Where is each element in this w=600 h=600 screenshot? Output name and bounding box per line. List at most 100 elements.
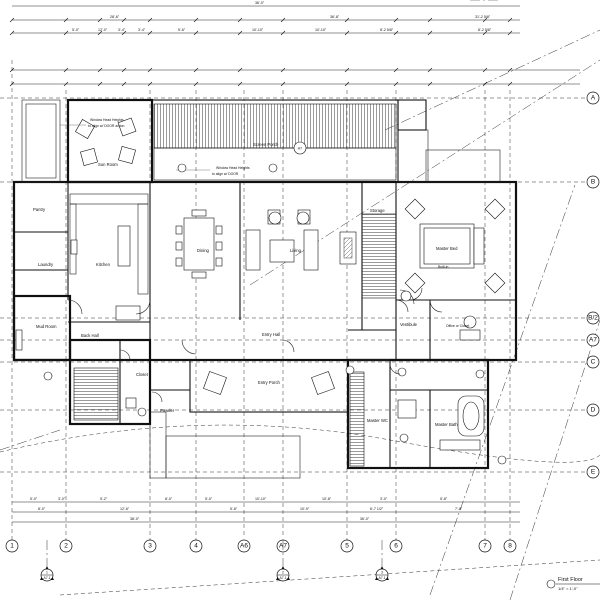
dim-bottom-8: 5'-8" [440, 497, 448, 501]
dim-top-7: 8'-2 5/8" [380, 28, 394, 32]
section-marker-1-num: 1 [46, 571, 48, 575]
dim-bottom2-5: 7'-8" [455, 507, 463, 511]
grid-bubble-col-label: 3 [148, 543, 152, 550]
dim-bottom-6: 10'-8" [322, 497, 332, 501]
grid-bubble-col-5: 5 [340, 539, 354, 553]
dim-bottom-2: 5'-2" [100, 497, 108, 501]
dim-bottom2-4: 6'-7 1/2" [370, 507, 384, 511]
dim-top-6: 10'-10" [315, 28, 327, 32]
dim-top-2: 3'-4" [118, 28, 126, 32]
room-label-vestibule: Vestibule [400, 322, 418, 327]
room-label-living: Living [290, 248, 302, 253]
overall-dim-top: 36'-0" [255, 1, 265, 5]
dim-top-0: 5'-0" [72, 28, 80, 32]
dim-bottom2-0: 8'-0" [38, 507, 46, 511]
note-window-2: Window Head Heights [216, 166, 250, 170]
room-label-dining: Dining [197, 248, 210, 253]
note-built-in: Built-in [438, 265, 448, 269]
drawing-title: First Floor [558, 577, 583, 583]
section-marker-3-num: 3 [381, 571, 383, 575]
room-label-master-bed: Master Bed [436, 246, 458, 251]
dim-bottom-overall-1: 36'-0" [360, 517, 370, 521]
room-label-powder: Powder [160, 408, 175, 413]
room-label-master-bath: Master Bath [435, 422, 458, 427]
grid-bubble-col-label: 7 [483, 543, 487, 550]
room-label-entry-porch: Entry Porch [258, 380, 281, 385]
grid-bubble-row-label: B [591, 179, 595, 186]
section-marker-1: 1 A7.1 [40, 566, 54, 582]
grid-bubble-col-3: 3 [143, 539, 157, 553]
grid-bubble-row-a: A [586, 91, 600, 105]
grid-bubble-row-label: A7 [589, 337, 597, 344]
screen-porch-deck [153, 103, 397, 181]
grid-bubble-row-c: C [586, 355, 600, 369]
grid-bubble-col-a6: A6 [237, 539, 251, 553]
note-window-1: Window Head Heights [90, 118, 124, 122]
drawing-title-block: First Floor 1/4" = 1'-0" [546, 577, 600, 591]
grid-bubble-col-label: 1 [10, 543, 14, 550]
grid-bubble-col-7: 7 [478, 539, 492, 553]
note-window-2b: to align w/ DOOR [212, 172, 239, 176]
dim-top-1: 12'-0" [98, 28, 108, 32]
grid-bubble-col-label: 8 [508, 543, 512, 550]
dim-bottom2-2: 5'-8" [230, 507, 238, 511]
grid-bubble-col-label: 2 [64, 543, 68, 550]
grid-bubble-row-b: B [586, 175, 600, 189]
room-label-storage: Storage [370, 208, 385, 213]
dim-bottom-overall-0: 38'-0" [130, 517, 140, 521]
grid-bubble-row-b-2: B/2 [586, 311, 600, 325]
detail-tag-1: A7 [298, 147, 302, 151]
grid-bubble-row-a7: A7 [586, 333, 600, 347]
top-dimensions: 36'-0" 36'-8" 28'-6" 31'-2 5/8" 5'-0" 12… [9, 1, 580, 87]
room-label-mud-room: Mud Room [36, 324, 57, 329]
dim-bottom-3: 8'-0" [165, 497, 173, 501]
grid-bubble-row-e: E [586, 465, 600, 479]
grid-bubble-row-label: D [591, 407, 596, 414]
dim-top-5: 10'-10" [252, 28, 264, 32]
building-walls [12, 98, 518, 479]
dim-top-3: 3'-4" [138, 28, 146, 32]
stairs [73, 213, 397, 467]
section-marker-2-num: 2 [282, 571, 284, 575]
bottom-dimensions: 5'-0" 3'-0" 5'-2" 8'-0" 5'-0" 10'-10" 10… [12, 497, 520, 523]
section-marker-1-sheet: A7.1 [44, 576, 51, 580]
grid-bubble-col-label: 6 [394, 543, 398, 550]
dim-bottom-5: 10'-10" [255, 497, 267, 501]
section-markers: 1 A7.1 2 A7.1 3 A7.1 [40, 540, 389, 582]
room-label-master-wc: Master WC [367, 418, 388, 423]
dim-bottom-4: 5'-0" [205, 497, 213, 501]
room-label-pantry: Pantry [33, 207, 46, 212]
dim-bottom2-3: 10'-9" [300, 507, 310, 511]
overall-dim-top-2: 36'-8" [330, 15, 340, 19]
grid-bubble-col-2: 2 [59, 539, 73, 553]
dim-bottom-0: 5'-0" [30, 497, 38, 501]
grid-bubble-row-label: B/2 [588, 315, 598, 322]
grid-bubble-col-label: 4 [194, 543, 198, 550]
grid-bubble-col-4: 4 [189, 539, 203, 553]
interior-walls [14, 182, 516, 468]
section-marker-3: 3 A7.1 [375, 566, 389, 582]
detail-tags: A7 [43, 141, 507, 465]
overall-dim-left: 28'-6" [110, 15, 120, 19]
dim-bottom2-1: 12'-6" [120, 507, 130, 511]
section-marker-2-sheet: A7.1 [280, 576, 287, 580]
grid-bubble-row-label: A [591, 95, 596, 102]
dim-bottom-1: 3'-0" [58, 497, 66, 501]
note-window-1b: to align w/ DOOR action [88, 124, 124, 128]
room-labels: Screen Porch Sun Room Pantry Laundry Kit… [33, 142, 469, 427]
grid-bubble-col-6: 6 [389, 539, 403, 553]
dim-top-4: 5'-6" [178, 28, 186, 32]
room-label-entry-hall: Entry Hall [262, 332, 280, 337]
room-label-laundry: Laundry [38, 262, 54, 267]
drawing-scale: 1/4" = 1'-0" [558, 586, 578, 591]
grid-bubble-col-label: 5 [345, 543, 349, 550]
grid-bubble-col-1: 1 [5, 539, 19, 553]
room-label-kitchen: Kitchen [96, 262, 111, 267]
room-label-screen-porch: Screen Porch [253, 142, 279, 147]
grid-bubble-row-label: C [591, 359, 596, 366]
section-marker-3-sheet: A7.1 [379, 576, 386, 580]
room-label-office: Office or Closet [446, 324, 469, 328]
